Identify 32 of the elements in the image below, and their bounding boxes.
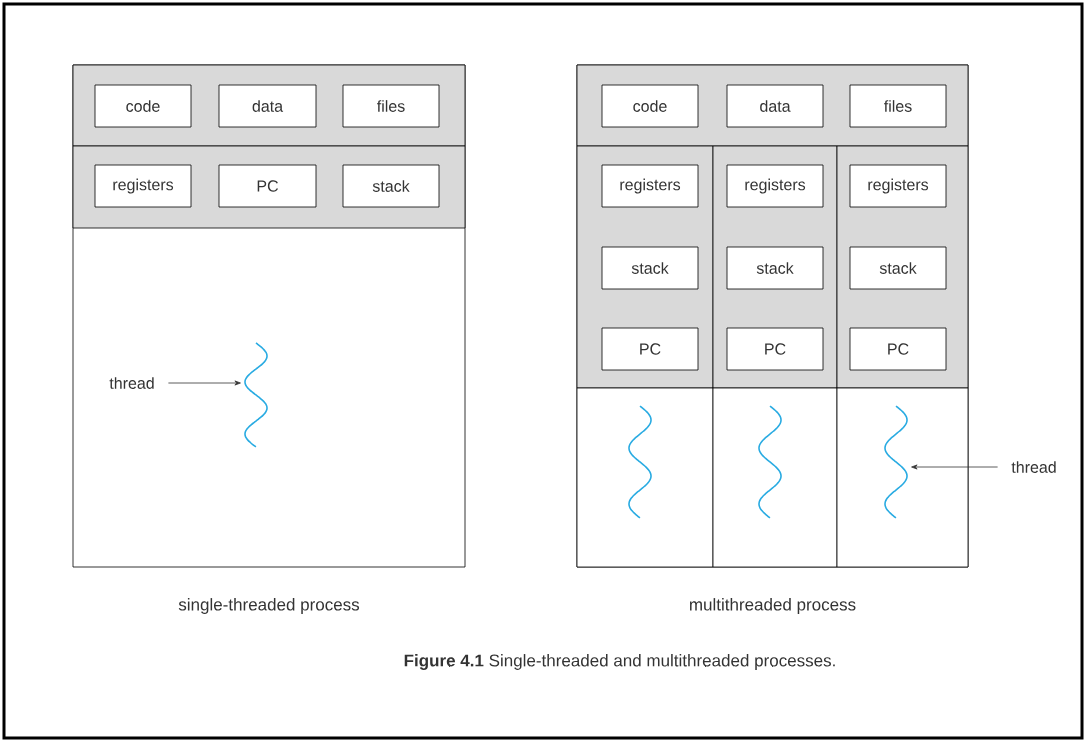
- field-box: registers: [849, 164, 947, 208]
- field-box: code: [601, 84, 699, 128]
- field-box: PC: [218, 164, 317, 208]
- figure-caption: Figure 4.1 Single-threaded and multithreaded processes.: [404, 654, 835, 670]
- field-box: registers: [726, 164, 824, 208]
- field-box: PC: [849, 327, 947, 371]
- arrow: [168, 380, 241, 386]
- thread-cell: [576, 387, 714, 568]
- field-box: files: [342, 84, 440, 128]
- thread-cell: [836, 387, 969, 568]
- thread-label: thread: [109, 377, 154, 389]
- thread-wave: [244, 342, 268, 448]
- field-box: PC: [601, 327, 699, 371]
- field-box: stack: [342, 164, 440, 208]
- thread-wave: [758, 405, 782, 519]
- field-box: stack: [726, 246, 824, 290]
- field-box: registers: [601, 164, 699, 208]
- field-box: data: [726, 84, 824, 128]
- thread-wave: [884, 405, 908, 519]
- thread-cell: [712, 387, 838, 568]
- field-box: data: [218, 84, 317, 128]
- field-box: PC: [726, 327, 824, 371]
- field-box: stack: [849, 246, 947, 290]
- field-box: registers: [94, 164, 192, 208]
- thread-wave: [628, 405, 652, 519]
- process-caption: multithreaded process: [690, 598, 856, 614]
- field-box: code: [94, 84, 192, 128]
- thread-label: thread: [1011, 461, 1056, 473]
- process-caption: single-threaded process: [178, 598, 360, 614]
- arrow: [911, 464, 998, 470]
- field-box: stack: [601, 246, 699, 290]
- field-box: files: [849, 84, 947, 128]
